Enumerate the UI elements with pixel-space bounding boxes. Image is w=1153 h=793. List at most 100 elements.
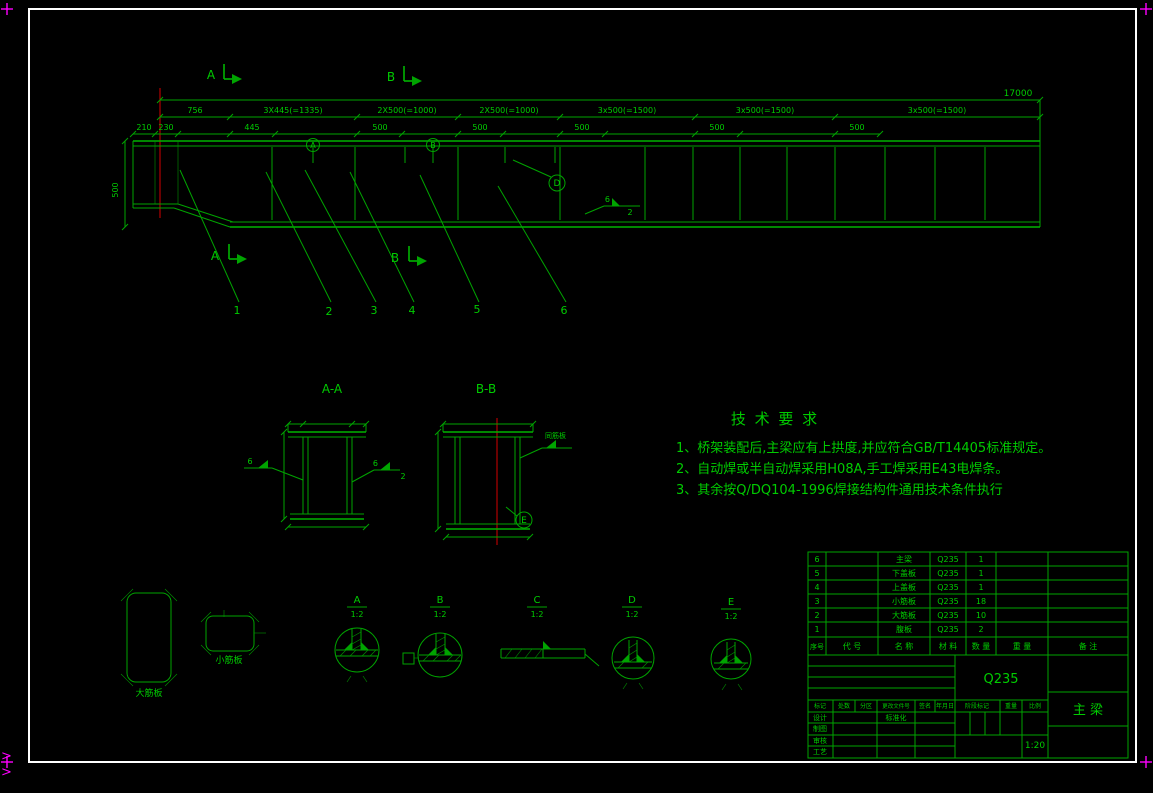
weld-size-label: 6	[605, 195, 610, 204]
drawing-border: > >	[1, 3, 1152, 780]
rev-col-label: 签名	[919, 702, 931, 710]
title-block-grid	[808, 655, 1128, 758]
weld-detail-e: E 1:2	[710, 597, 752, 691]
detail-e-scale: 1:2	[725, 612, 738, 621]
section-aa-title: A-A	[322, 382, 343, 396]
header-code: 代 号	[843, 641, 862, 651]
section-aa-weld-right: 6 2	[351, 459, 406, 483]
section-view-aa: A-A 6 6	[244, 382, 406, 531]
part-qty: 2	[978, 625, 983, 634]
item-number: 6	[561, 304, 568, 317]
detail-a-scale: 1:2	[351, 610, 364, 619]
balloon-a-label: A	[310, 141, 316, 150]
dim-row2-label: 500	[372, 123, 387, 132]
detail-c-letter: C	[534, 595, 541, 606]
stage-mark-label: 阶段标记	[965, 702, 989, 710]
weld-detail-d: D 1:2	[611, 595, 655, 690]
section-b-label: B	[387, 70, 395, 84]
weld-detail-c: C 1:2	[500, 595, 600, 667]
section-view-bb: B-B 同筋板 E	[434, 382, 572, 545]
detail-balloon-d: D	[512, 159, 566, 192]
balloon-d-label: D	[554, 179, 561, 189]
item-leader-lines	[179, 169, 567, 303]
section-mark-a-top: A	[207, 64, 242, 84]
dim-row1-label: 756	[187, 106, 202, 115]
rev-col-label: 更改文件号	[882, 702, 910, 710]
item-number: 4	[409, 304, 416, 317]
part-no: 6	[814, 555, 819, 564]
dimension-row-1	[156, 113, 1044, 121]
tech-req-title: 技 术 要 求	[731, 410, 819, 428]
small-rib-label: 小筋板	[215, 654, 242, 666]
part-material: Q235	[937, 611, 959, 620]
part-qty: 1	[978, 555, 983, 564]
detail-b-letter: B	[437, 595, 444, 606]
section-aa-dims	[280, 420, 370, 531]
beam-stiffeners	[271, 147, 986, 220]
tech-req-item: 3、其余按Q/DQ104-1996焊接结构件通用技术条件执行	[676, 482, 1003, 498]
rev-col-label: 年月日	[936, 702, 954, 710]
part-material: Q235	[937, 583, 959, 592]
dim-row1-label: 3x500(=1500)	[598, 106, 656, 115]
part-material: Q235	[937, 625, 959, 634]
part-name: 大筋板	[892, 610, 916, 620]
item-number: 2	[326, 305, 333, 318]
weld-num-label: 2	[627, 208, 632, 217]
weight-label: 重量	[1005, 702, 1017, 710]
dim-row1-label: 2X500(=1000)	[479, 106, 538, 115]
dim-row1-label: 3x500(=1500)	[908, 106, 966, 115]
parts-table-header: 序号 代 号 名 称 材 料 数 量 重 量 备 注	[810, 641, 1097, 651]
rev-col-label: 分区	[860, 702, 872, 710]
section-mark-a-bottom: A	[211, 244, 247, 264]
dimension-beam-height	[121, 137, 129, 231]
detail-d-letter: D	[628, 595, 636, 606]
dim-row2-label: 500	[709, 123, 724, 132]
section-b-label: B	[391, 251, 399, 265]
dim-overall-label: 17000	[1004, 89, 1033, 99]
part-qty: 1	[978, 569, 983, 578]
detail-balloon-b: B	[426, 138, 440, 152]
detail-b-scale: 1:2	[434, 610, 447, 619]
detail-c-scale: 1:2	[531, 610, 544, 619]
part-qty: 10	[976, 611, 986, 620]
tech-req-item: 1、桥架装配后,主梁应有上拱度,并应符合GB/T14405标准规定。	[676, 440, 1051, 456]
drawing-title: 主 梁	[1073, 703, 1103, 718]
dim-row2-label: 445	[244, 123, 259, 132]
section-aa-weld-left: 6	[244, 457, 304, 481]
detail-a-letter: A	[354, 595, 361, 606]
weld-size-label: 6	[373, 459, 378, 468]
part-qty: 1	[978, 583, 983, 592]
section-bb-dims	[434, 420, 537, 541]
detail-d-scale: 1:2	[626, 610, 639, 619]
section-bb-balloon-e: E	[505, 506, 533, 529]
section-mark-b-bottom: B	[391, 246, 427, 266]
weld-detail-b: B 1:2	[402, 595, 463, 678]
small-rib-plate: 小筋板	[200, 610, 266, 666]
part-material: Q235	[937, 597, 959, 606]
sig-row-label: 制图	[813, 724, 827, 733]
part-no: 1	[814, 625, 819, 634]
part-no: 3	[814, 597, 819, 606]
scale-value: 1:20	[1025, 741, 1045, 751]
balloon-e-label: E	[521, 516, 527, 526]
detail-balloon-a: A	[306, 138, 320, 152]
header-weight: 重 量	[1013, 641, 1032, 651]
item-number: 1	[234, 304, 241, 317]
dimension-overall	[156, 96, 1044, 141]
large-rib-label: 大筋板	[135, 687, 162, 699]
header-material: 材 料	[939, 641, 958, 651]
dim-row2-label: 210	[136, 123, 151, 132]
detail-e-letter: E	[728, 597, 734, 608]
section-bb-outline	[443, 431, 533, 530]
weld-num-label: 2	[400, 472, 405, 481]
part-no: 5	[814, 569, 819, 578]
dim-row1-label: 3X445(=1335)	[263, 106, 322, 115]
main-beam-view: 17000 756 3X445(=1335) 2X500(=1000) 2X50…	[111, 64, 1044, 318]
weld-note-label: 同筋板	[545, 431, 566, 440]
header-no: 序号	[810, 642, 824, 651]
parts-table-rows: 6 主梁 Q235 1 5 下盖板 Q235 1 4 上盖板 Q235 1 3 …	[814, 554, 986, 634]
rev-col-label: 处数	[838, 702, 850, 710]
part-name: 小筋板	[892, 596, 916, 606]
item-number: 3	[371, 304, 378, 317]
